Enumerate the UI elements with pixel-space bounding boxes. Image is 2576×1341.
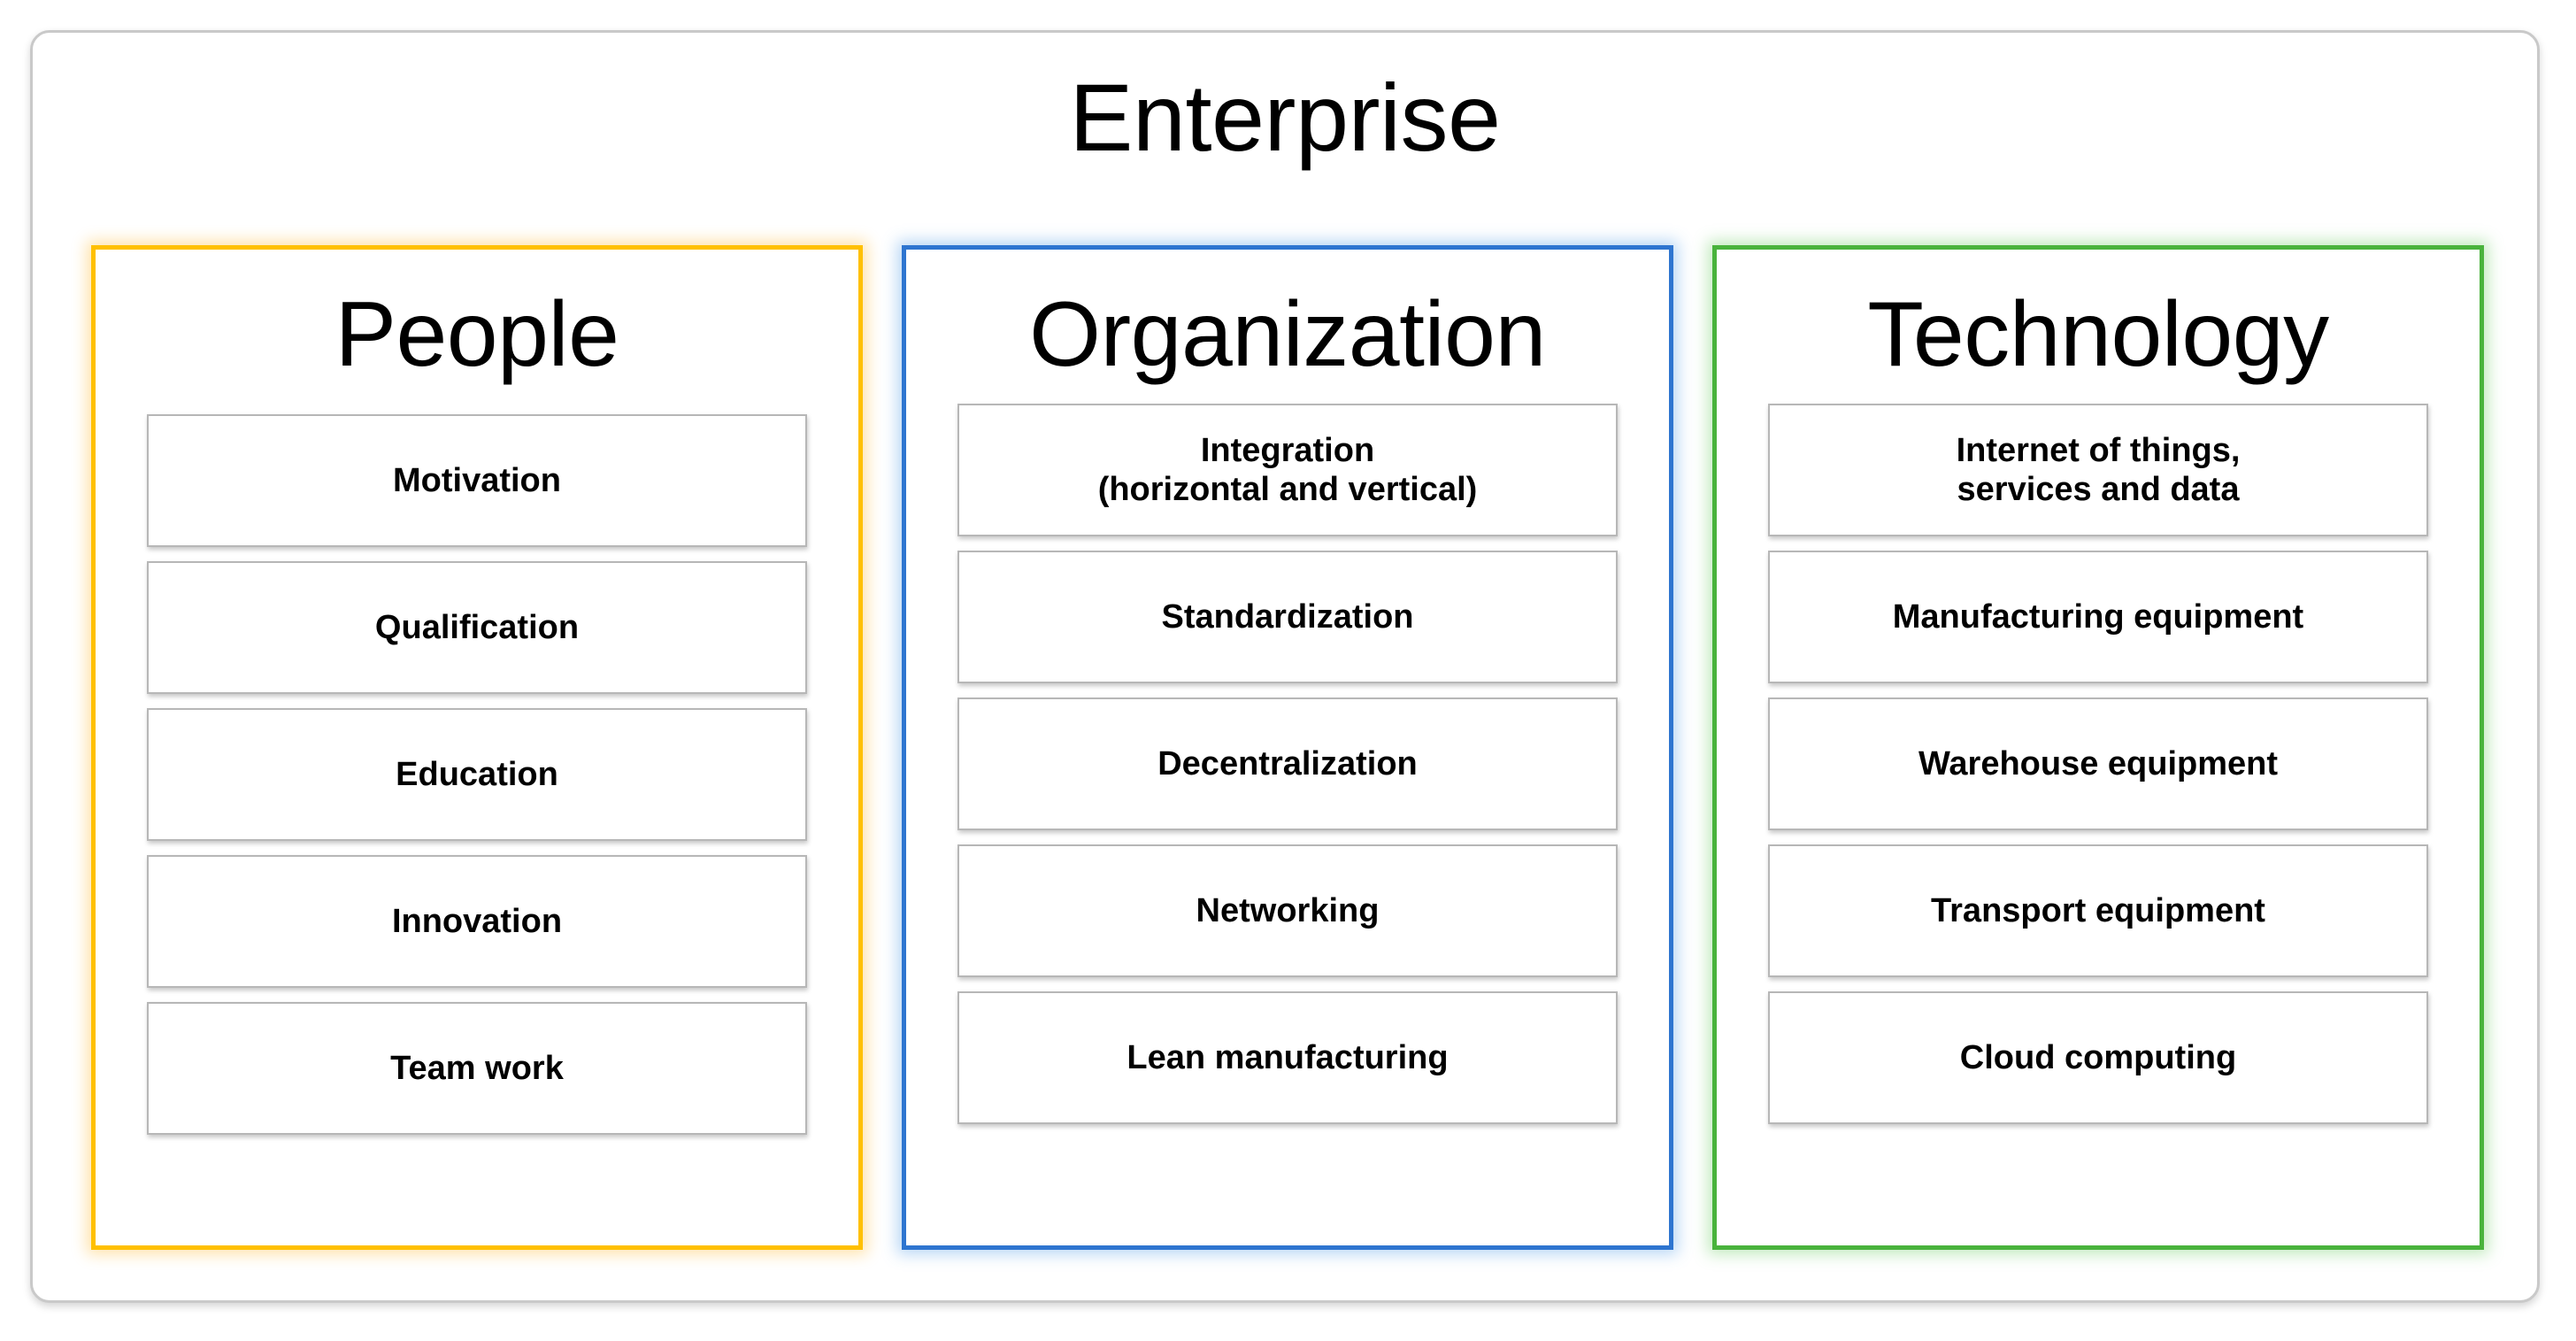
pillar-people[interactable]: People Motivation Qualification Educatio… [91, 245, 863, 1250]
list-item[interactable]: Education [147, 708, 807, 841]
enterprise-frame: Enterprise People Motivation Qualificati… [30, 30, 2540, 1303]
pillar-items-people: Motivation Qualification Education Innov… [96, 414, 858, 1135]
item-label: Education [396, 755, 558, 793]
item-label: Manufacturing equipment [1892, 597, 2304, 636]
item-label: Warehouse equipment [1918, 744, 2279, 782]
pillar-organization[interactable]: Organization Integration (horizontal and… [902, 245, 1673, 1250]
list-item[interactable]: Integration (horizontal and vertical) [957, 404, 1618, 536]
pillar-items-organization: Integration (horizontal and vertical) St… [906, 404, 1669, 1124]
item-label: Networking [1196, 891, 1380, 929]
pillar-technology[interactable]: Technology Internet of things, services … [1712, 245, 2484, 1250]
item-label: Decentralization [1157, 744, 1418, 782]
item-label: Internet of things, services and data [1956, 431, 2241, 508]
item-label: Innovation [391, 902, 563, 940]
list-item[interactable]: Cloud computing [1768, 991, 2428, 1124]
list-item[interactable]: Internet of things, services and data [1768, 404, 2428, 536]
list-item[interactable]: Team work [147, 1002, 807, 1135]
list-item[interactable]: Decentralization [957, 697, 1618, 830]
list-item[interactable]: Motivation [147, 414, 807, 547]
list-item[interactable]: Networking [957, 844, 1618, 977]
item-label: Qualification [374, 608, 580, 646]
pillar-row: People Motivation Qualification Educatio… [91, 245, 2484, 1250]
item-label: Transport equipment [1931, 891, 2265, 929]
list-item[interactable]: Standardization [957, 551, 1618, 683]
item-label: Motivation [393, 461, 561, 499]
list-item[interactable]: Innovation [147, 855, 807, 988]
pillar-title-people: People [334, 283, 619, 386]
item-label: Standardization [1161, 597, 1414, 636]
list-item[interactable]: Transport equipment [1768, 844, 2428, 977]
item-label: Lean manufacturing [1127, 1038, 1449, 1076]
item-label: Integration (horizontal and vertical) [1097, 431, 1478, 508]
pillar-title-organization: Organization [1029, 283, 1546, 386]
page-title: Enterprise [1069, 64, 1501, 171]
list-item[interactable]: Qualification [147, 561, 807, 694]
pillar-title-technology: Technology [1867, 283, 2329, 386]
item-label: Cloud computing [1959, 1038, 2237, 1076]
list-item[interactable]: Warehouse equipment [1768, 697, 2428, 830]
pillar-items-technology: Internet of things, services and data Ma… [1717, 404, 2480, 1124]
list-item[interactable]: Lean manufacturing [957, 991, 1618, 1124]
item-label: Team work [390, 1049, 564, 1087]
list-item[interactable]: Manufacturing equipment [1768, 551, 2428, 683]
